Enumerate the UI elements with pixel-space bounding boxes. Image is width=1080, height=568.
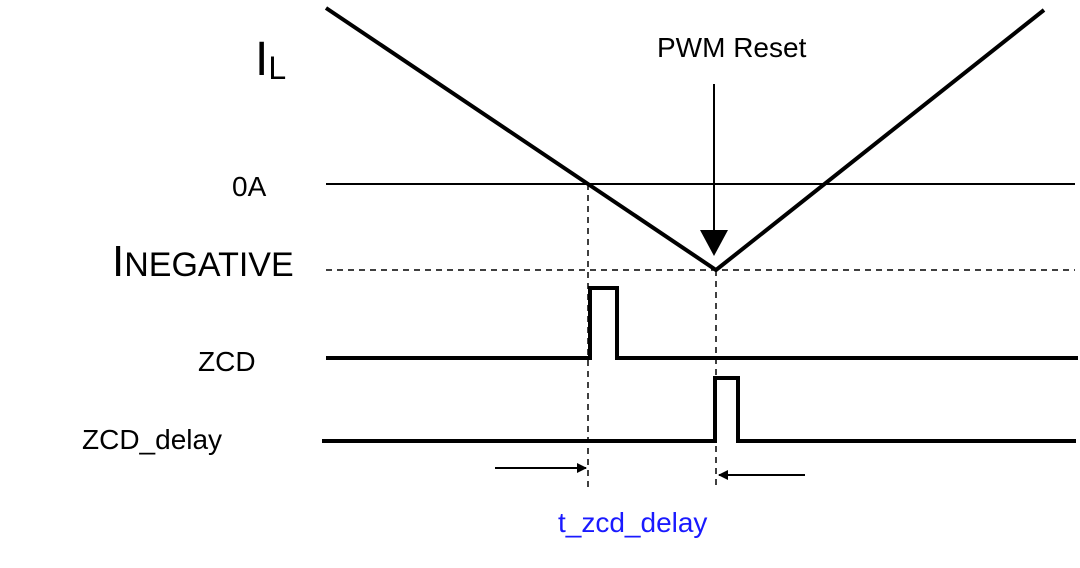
zcd-waveform: [326, 286, 1078, 360]
zcd-delay-label: ZCD_delay: [82, 424, 222, 455]
zero-amp-label: 0A: [232, 171, 267, 202]
inductor-current-waveform: [324, 6, 1046, 273]
inegative-label: INEGATIVE: [112, 237, 294, 286]
pwm-reset-label: PWM Reset: [657, 32, 807, 63]
t-zcd-delay-label: t_zcd_delay: [558, 507, 707, 538]
il-label: IL: [255, 33, 286, 86]
zcd-delay-waveform: [322, 376, 1076, 443]
pwm-reset-arrowhead: [700, 230, 728, 256]
zcd-label: ZCD: [198, 346, 256, 377]
